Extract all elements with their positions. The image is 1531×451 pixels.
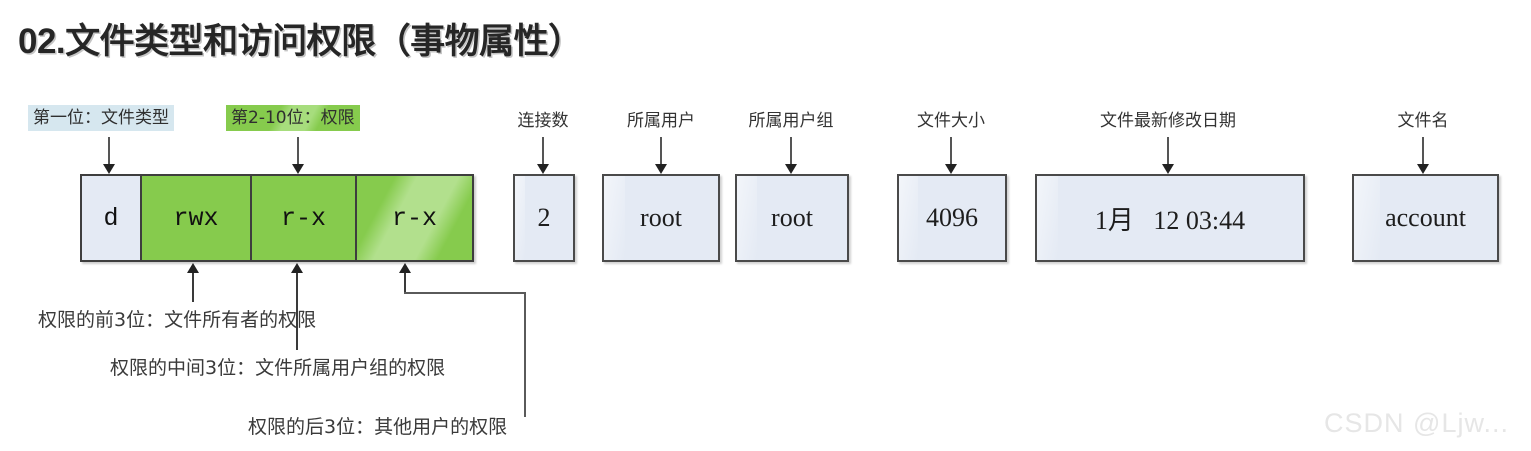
watermark: CSDN @Ljw...	[1324, 408, 1509, 438]
field-value-filename: account	[1385, 203, 1466, 232]
box-glare-size	[899, 176, 919, 260]
box-glare-link-count	[515, 176, 526, 260]
page-title: 02.文件类型和访问权限（事物属性）	[18, 22, 583, 61]
box-glare-mtime	[1037, 176, 1059, 260]
arrow-up-owner-permission	[192, 272, 194, 302]
field-label-owner: 所属用户	[627, 111, 695, 131]
field-value-owner: root	[640, 203, 682, 232]
arrow-down-filename	[1422, 137, 1424, 165]
field-box-mtime: 1月 12 03:44	[1035, 174, 1305, 262]
arrow-up-other-permission	[404, 272, 406, 294]
field-box-filename: account	[1352, 174, 1499, 262]
arrow-down-owner	[660, 137, 662, 165]
field-value-mtime: 1月 12 03:44	[1094, 205, 1246, 235]
permission-cell-other: r-x	[355, 176, 472, 260]
field-value-link-count: 2	[537, 203, 551, 232]
field-box-owner: root	[602, 174, 720, 262]
field-label-group: 所属用户组	[748, 111, 834, 131]
box-glare-owner	[604, 176, 625, 260]
arrow-down-permission	[297, 137, 299, 165]
field-label-mtime: 文件最新修改日期	[1100, 111, 1236, 131]
annotation-group-permission: 权限的中间3位：文件所属用户组的权限	[110, 357, 446, 379]
field-label-filename: 文件名	[1397, 111, 1449, 131]
field-box-link-count: 2	[513, 174, 575, 262]
leader-elbow-vertical	[524, 292, 526, 417]
legend-chip-permission: 第2-10位：权限	[226, 105, 360, 131]
box-glare-filename	[1354, 176, 1380, 260]
field-box-group: root	[735, 174, 849, 262]
arrow-down-group	[790, 137, 792, 165]
permission-block: d rwx r-x r-x	[80, 174, 474, 262]
field-label-link-count: 连接数	[517, 111, 569, 131]
field-label-size: 文件大小	[917, 111, 985, 131]
permission-cell-group: r-x	[250, 176, 355, 260]
leader-elbow-horizontal	[404, 292, 526, 294]
arrow-down-file-type	[108, 137, 110, 165]
box-glare-group	[737, 176, 757, 260]
arrow-down-mtime	[1167, 137, 1169, 165]
permission-cell-owner: rwx	[140, 176, 250, 260]
field-value-group: root	[771, 203, 813, 232]
annotation-other-permission: 权限的后3位：其他用户的权限	[248, 416, 508, 438]
legend-chip-file-type: 第一位：文件类型	[28, 105, 174, 131]
permission-cell-file-type: d	[82, 176, 140, 260]
arrow-down-link-count	[542, 137, 544, 165]
arrow-down-size	[950, 137, 952, 165]
annotation-owner-permission: 权限的前3位：文件所有者的权限	[38, 309, 317, 331]
arrow-up-group-permission	[296, 272, 298, 350]
field-value-size: 4096	[926, 203, 978, 232]
field-box-size: 4096	[897, 174, 1007, 262]
